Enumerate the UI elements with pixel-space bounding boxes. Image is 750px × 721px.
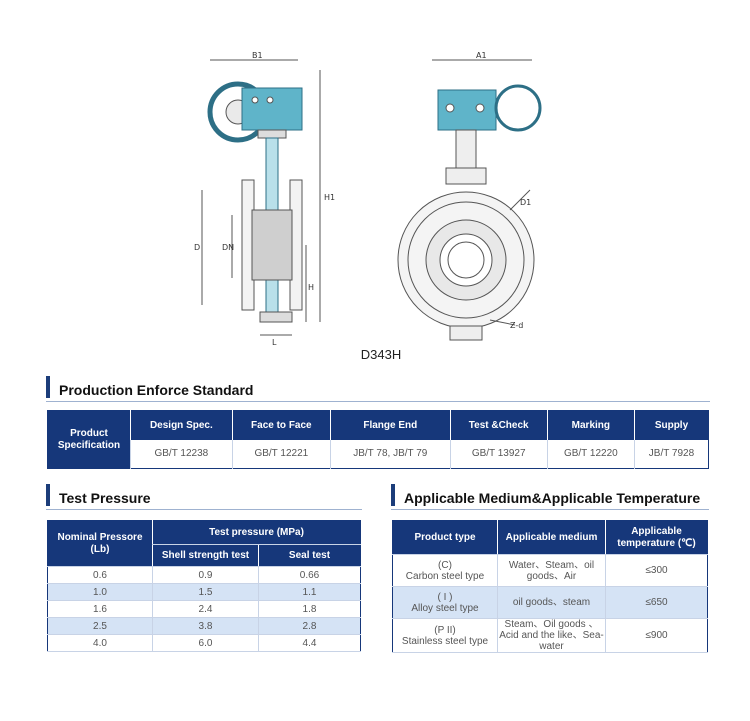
col-header: Face to Face [231, 410, 331, 440]
col-header: Test &Check [449, 410, 548, 440]
section-rule [391, 509, 709, 510]
type-code: (C) [438, 559, 452, 571]
table-cell: GB/T 12221 [231, 439, 331, 469]
product-spec-header: Product Specification [47, 410, 131, 469]
dim-zd: Z-d [510, 321, 523, 330]
medium-header: Applicable medium [497, 520, 606, 555]
pressure-table: Nominal Pressore (Lb) Test pressure (MPa… [47, 520, 361, 652]
product-type-cell: (C) Carbon steel type [392, 554, 498, 587]
table-cell: oil goods、steam [497, 586, 606, 619]
table-cell: JB/T 7928 [633, 439, 709, 469]
section-rule [46, 401, 710, 402]
dim-b1: B1 [252, 51, 263, 60]
table-cell: ≤300 [605, 554, 708, 587]
section-marker [46, 376, 50, 398]
dim-h: H [308, 283, 314, 292]
table-cell: GB/T 12220 [546, 439, 635, 469]
valve-drawing: B1 H1 D DN H L A1 D1 Z-d [194, 51, 542, 347]
table-cell: 4.4 [258, 634, 361, 652]
col-header: Supply [633, 410, 709, 440]
dim-a1: A1 [476, 51, 487, 60]
production-table: Product Specification Design Spec. Face … [47, 410, 709, 469]
production-title: Production Enforce Standard [59, 382, 254, 398]
table-cell: 4.0 [47, 634, 153, 652]
table-cell: 2.5 [47, 617, 153, 635]
dim-d: D [194, 243, 200, 252]
dim-dn: DN [222, 243, 234, 252]
table-cell: 0.6 [47, 566, 153, 584]
table-cell: 1.5 [152, 583, 259, 601]
table-cell: ≤650 [605, 586, 708, 619]
col-header: Marking [546, 410, 635, 440]
dim-l: L [272, 338, 277, 347]
table-cell: 6.0 [152, 634, 259, 652]
shell-test-header: Shell strength test [152, 544, 259, 567]
model-label: D343H [360, 347, 402, 362]
product-type-header: Product type [392, 520, 498, 555]
type-code: ( I ) [437, 591, 453, 603]
table-cell: Water、Steam、oil goods、Air [497, 554, 606, 587]
seal-test-header: Seal test [258, 544, 361, 567]
table-cell: GB/T 12238 [130, 439, 233, 469]
test-pressure-header: Test pressure (MPa) [152, 520, 361, 545]
product-type-cell: ( I ) Alloy steel type [392, 586, 498, 619]
type-name: Alloy steel type [411, 602, 479, 614]
table-cell: 1.8 [258, 600, 361, 618]
type-name: Stainless steel type [401, 635, 489, 647]
table-cell: ≤900 [605, 618, 708, 653]
table-cell: Steam、Oil goods 、Acid and the like、Sea-w… [497, 618, 606, 653]
table-cell: 2.4 [152, 600, 259, 618]
temperature-header: Applicable temperature (℃) [605, 520, 708, 555]
dim-h1: H1 [324, 193, 335, 202]
table-cell: JB/T 78, JB/T 79 [329, 439, 451, 469]
table-cell: GB/T 13927 [449, 439, 548, 469]
dim-d1: D1 [520, 198, 531, 207]
type-code: (P II) [434, 624, 456, 636]
table-cell: 2.8 [258, 617, 361, 635]
col-header: Design Spec. [130, 410, 233, 440]
pressure-title: Test Pressure [59, 490, 151, 506]
type-name: Carbon steel type [405, 570, 485, 582]
table-cell: 0.66 [258, 566, 361, 584]
table-cell: 1.0 [47, 583, 153, 601]
table-cell: 0.9 [152, 566, 259, 584]
medium-table: Product type Applicable medium Applicabl… [392, 520, 708, 653]
table-cell: 3.8 [152, 617, 259, 635]
section-marker [46, 484, 50, 506]
medium-title: Applicable Medium&Applicable Temperature [404, 490, 701, 506]
col-header: Flange End [329, 410, 451, 440]
table-cell: 1.1 [258, 583, 361, 601]
section-rule [46, 509, 362, 510]
product-type-cell: (P II) Stainless steel type [392, 618, 498, 653]
section-marker [391, 484, 395, 506]
nominal-pressure-header: Nominal Pressore (Lb) [47, 520, 153, 567]
table-cell: 1.6 [47, 600, 153, 618]
